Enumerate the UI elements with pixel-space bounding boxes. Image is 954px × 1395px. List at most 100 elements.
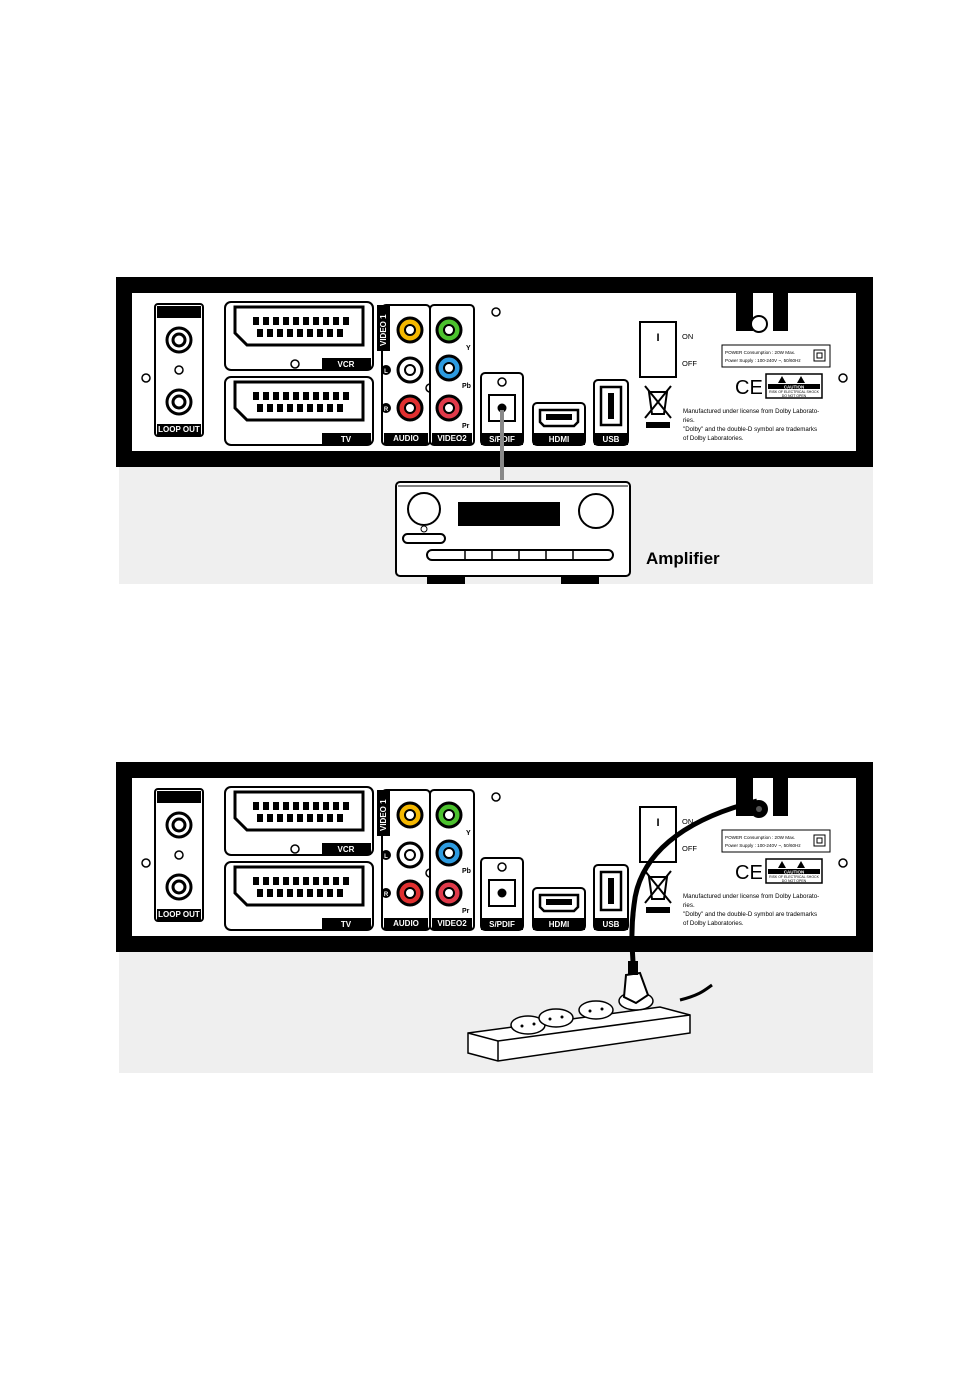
power-info-box: POWER Consumption : 20W Max. Power Suppl… (721, 344, 831, 368)
ce-mark: CE (735, 862, 763, 884)
video2-block: Y Pb Pr VIDEO2 (429, 789, 475, 931)
scart-tv-label: TV (341, 920, 352, 929)
power-inlet[interactable] (750, 315, 768, 333)
scart-tv-block: TV (224, 376, 374, 446)
svg-text:"Dolby" and the double-D symbo: "Dolby" and the double-D symbol are trad… (683, 426, 817, 433)
hdmi-block: HDMI (532, 887, 586, 931)
power-consumption-text: POWER Consumption : 20W Max. (725, 350, 795, 355)
comp-y-label: Y (466, 830, 471, 837)
amplifier-power-icon (420, 525, 428, 533)
scart-vcr-block: VCR (224, 786, 374, 856)
screw-hole-right (838, 373, 848, 383)
loop-out-port-bottom[interactable] (165, 388, 193, 416)
caution-line2: DO NOT OPEN (782, 394, 807, 398)
video2-label: VIDEO2 (437, 434, 467, 443)
power-cable (629, 798, 758, 964)
scart-tv-port[interactable] (233, 380, 365, 422)
scart-tv-port[interactable] (233, 865, 365, 907)
scart-vcr-port[interactable] (233, 790, 365, 832)
loop-out-port-top[interactable] (165, 811, 193, 839)
video2-label: VIDEO2 (437, 919, 467, 928)
svg-text:"Dolby" and the double-D symbo: "Dolby" and the double-D symbol are trad… (683, 911, 817, 918)
svg-text:of Dolby Laboratories.: of Dolby Laboratories. (683, 920, 744, 927)
caution-title: CAUTION (784, 385, 805, 390)
svg-text:Manufactured under license fro: Manufactured under license from Dolby La… (683, 893, 819, 900)
amplifier: Amplifier (395, 481, 720, 584)
caution-label: CAUTION RISK OF ELECTRICAL SHOCK DO NOT … (765, 373, 823, 399)
scart-tv-label: TV (341, 435, 352, 444)
hdmi-label: HDMI (549, 435, 569, 444)
caution-title: CAUTION (784, 870, 805, 875)
video1-label: VIDEO 1 (379, 314, 388, 346)
loop-out-block: LOOP OUT (154, 303, 204, 437)
video2-block: Y Pb Pr VIDEO2 (429, 304, 475, 446)
amplifier-display (458, 502, 560, 526)
weee-bin-icon (644, 870, 672, 913)
rear-panel-power-diagram: LOOP OUT VCR TV VIDEO 1 L (116, 762, 873, 1073)
svg-text:ries.: ries. (683, 902, 695, 909)
amplifier-label: Amplifier (646, 549, 720, 568)
svg-text:Manufactured under license fro: Manufactured under license from Dolby La… (683, 408, 819, 415)
svg-text:ries.: ries. (683, 417, 695, 424)
loop-out-port-top[interactable] (165, 326, 193, 354)
comp-pr-label: Pr (462, 423, 470, 430)
usb-label: USB (603, 920, 620, 929)
hdmi-label: HDMI (549, 920, 569, 929)
svg-text:of Dolby Laboratories.: of Dolby Laboratories. (683, 435, 744, 442)
power-switch-mark: I (656, 817, 659, 829)
power-strip-cord (679, 983, 713, 1002)
screw-hole-left (141, 373, 151, 383)
spdif-label: S/PDIF (489, 920, 515, 929)
comp-y-label: Y (466, 345, 471, 352)
loop-out-port-bottom[interactable] (165, 873, 193, 901)
audio-label: AUDIO (393, 919, 419, 928)
scart-vcr-block: VCR (224, 301, 374, 371)
power-supply-text: Power Supply : 100-240V ~, 50/60Hz (725, 843, 801, 848)
ce-mark: CE (735, 377, 763, 399)
caution-line1: RISK OF ELECTRICAL SHOCK (769, 875, 820, 879)
video1-label: VIDEO 1 (379, 799, 388, 831)
caution-line1: RISK OF ELECTRICAL SHOCK (769, 390, 820, 394)
audio-right-label: R (384, 407, 389, 413)
power-switch[interactable] (639, 321, 677, 378)
loop-out-block: LOOP OUT (154, 788, 204, 922)
comp-pr-label: Pr (462, 908, 470, 915)
dolby-notice: Manufactured under license from Dolby La… (683, 893, 819, 927)
loop-out-led (174, 365, 184, 375)
video1-audio-block: VIDEO 1 L R AUDIO (377, 789, 431, 931)
spdif-block: S/PDIF (480, 857, 524, 931)
caution-label: CAUTION RISK OF ELECTRICAL SHOCK DO NOT … (765, 858, 823, 884)
audio-left-label: L (384, 369, 388, 375)
audio-right-label: R (384, 892, 389, 898)
switch-off-label: OFF (682, 359, 697, 368)
rear-panel-spdif-diagram: LOOP OUT VCR TV VIDEO 1 L (116, 277, 873, 584)
loop-out-label: LOOP OUT (158, 910, 200, 919)
scart-vcr-label: VCR (338, 360, 355, 369)
scart-vcr-port[interactable] (233, 305, 365, 347)
usb-block: USB (593, 379, 629, 446)
comp-pb-label: Pb (462, 383, 471, 390)
audio-label: AUDIO (393, 434, 419, 443)
caution-line2: DO NOT OPEN (782, 879, 807, 883)
outlet-2[interactable] (538, 1008, 574, 1028)
amplifier-button-strip[interactable] (426, 549, 614, 561)
switch-on-label: ON (682, 817, 693, 826)
loop-out-label: LOOP OUT (158, 425, 200, 434)
power-strip (467, 961, 713, 1062)
hdmi-block: HDMI (532, 402, 586, 446)
weee-bin-icon (644, 385, 672, 428)
amplifier-left-knob[interactable] (407, 492, 441, 526)
spdif-cable (500, 410, 504, 480)
usb-label: USB (603, 435, 620, 444)
top-hole (491, 307, 501, 317)
power-supply-text: Power Supply : 100-240V ~, 50/60Hz (725, 358, 801, 363)
amplifier-power-button[interactable] (402, 533, 446, 544)
power-switch-mark: I (656, 332, 659, 344)
power-info-box: POWER Consumption : 20W Max. Power Suppl… (721, 829, 831, 853)
outlet-3[interactable] (578, 1000, 614, 1020)
video1-audio-block: VIDEO 1 L R AUDIO (377, 304, 431, 446)
power-switch-block: I ON OFF (639, 321, 697, 378)
scart-tv-block: TV (224, 861, 374, 931)
amplifier-right-knob[interactable] (578, 493, 614, 529)
